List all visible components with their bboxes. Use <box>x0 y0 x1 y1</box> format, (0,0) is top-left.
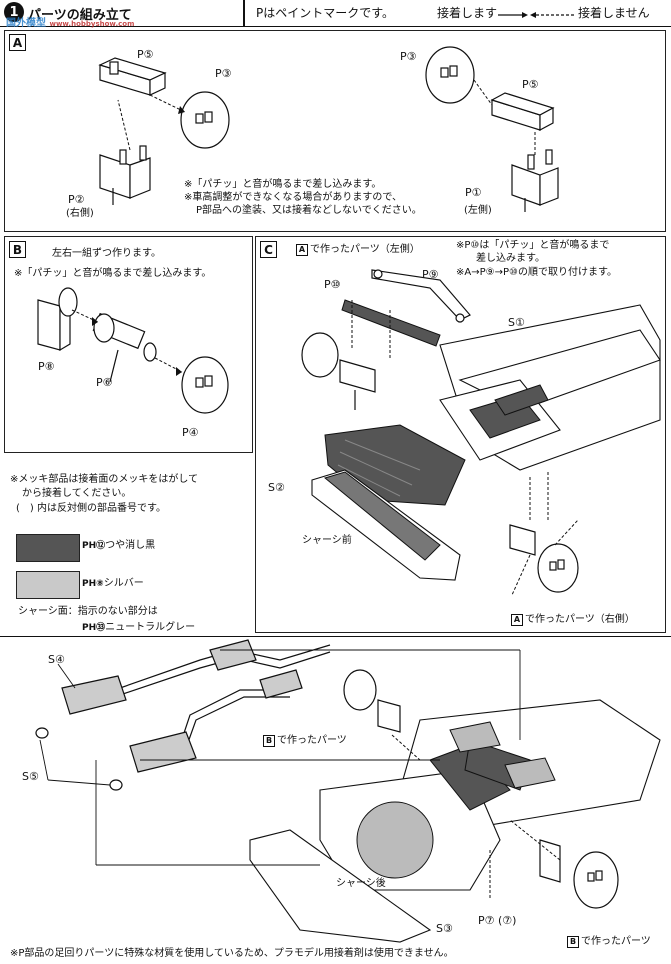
a-right-p1-side: (左側) <box>464 205 492 216</box>
a-note-height-1: ※車高調整ができなくなる場合がありますので、 <box>184 192 402 203</box>
section-c-drawing <box>301 269 661 596</box>
c-p10-label: P⑩ <box>324 278 341 291</box>
a-left-p2-side: (右側) <box>66 208 94 219</box>
c-p9-label: P⑨ <box>422 268 439 281</box>
c-note-snap: ※P⑩は「パチッ」と音が鳴るまで <box>456 240 610 251</box>
b-p6-label: P⑥ <box>96 376 113 389</box>
d-from-b-upper-text: で作ったパーツ <box>277 735 347 746</box>
watermark-logo: 国外模型 www.hobbyshow.com <box>6 14 134 29</box>
swatch-flat-black <box>16 534 80 562</box>
chassis-paint-note: シャーシ面：指示のない部分は <box>18 606 158 617</box>
parens-note: ( ) 内は反対側の部品番号です。 <box>16 503 166 514</box>
footer-note: ※P部品の足回りパーツに特殊な材質を使用しているため、プラモデル用接着剤は使用で… <box>10 948 454 959</box>
swatch-silver-name: シルバー <box>103 578 144 589</box>
header-bar: 1 パーツの組み立て 国外模型 www.hobbyshow.com Pはペイント… <box>0 0 671 29</box>
a-left-p3-label: P③ <box>215 67 232 80</box>
b-note-snap: ※「パチッ」と音が鳴るまで差し込みます。 <box>14 268 212 279</box>
c-chassis-front: シャーシ前 <box>302 535 352 546</box>
section-b-box <box>4 236 253 453</box>
d-from-b-lower-tag: B <box>567 936 579 948</box>
swatch-flat-black-code: PH⑫ <box>82 541 106 551</box>
b-intro: 左右一組ずつ作ります。 <box>52 248 161 259</box>
swatch-silver <box>16 571 80 599</box>
swatch-silver-code: PH⑧ <box>82 579 104 589</box>
a-right-p5-label: P⑤ <box>522 78 539 91</box>
legend-noglue-arrow <box>530 12 574 18</box>
section-a-drawing <box>98 46 559 212</box>
section-c-box <box>255 236 666 633</box>
a-left-p5-label: P⑤ <box>137 48 154 61</box>
b-p4-label: P④ <box>182 426 199 439</box>
a-right-p3-label: P③ <box>400 50 417 63</box>
d-from-b-upper-tag: B <box>263 735 275 747</box>
section-d-divider <box>0 636 671 637</box>
d-s5-label: S⑤ <box>22 770 39 783</box>
step-title: パーツの組み立て <box>28 8 132 23</box>
c-note-order: ※A→P⑨→P⑩の順で取り付けます。 <box>456 267 617 278</box>
legend-noglue-label: 接着しません <box>578 6 650 20</box>
watermark-logo-text: 国外模型 <box>6 18 46 29</box>
paint-mark-note: Pはペイントマークです。 <box>256 6 395 20</box>
chassis-paint-color: PH㉝ニュートラルグレー <box>82 622 195 635</box>
section-a-tag: A <box>9 34 26 51</box>
section-b-drawing <box>37 287 229 414</box>
step-number-badge: 1 <box>4 2 24 22</box>
swatch-silver-label: PH⑧シルバー <box>82 578 144 591</box>
chassis-paint-name: ニュートラルグレー <box>105 622 196 633</box>
c-from-a-left-text: で作ったパーツ（左側） <box>310 244 420 255</box>
c-s2-label: S② <box>268 481 285 494</box>
a-left-p2-label: P② <box>68 193 85 206</box>
swatch-flat-black-label: PH⑫つや消し黒 <box>82 540 155 553</box>
d-s4-label: S④ <box>48 653 65 666</box>
section-b-tag: B <box>9 241 26 258</box>
header-divider <box>243 0 245 26</box>
c-from-a-left-tag: A <box>296 244 308 256</box>
c-from-a-right-text: で作ったパーツ（右側） <box>525 614 635 625</box>
b-p8-label: P⑧ <box>38 360 55 373</box>
plating-note-2: から接着してください。 <box>22 488 132 499</box>
legend-glue-label: 接着します <box>437 6 498 20</box>
a-note-height-2: P部品への塗装、又は接着などしないでください。 <box>196 205 422 216</box>
swatch-flat-black-name: つや消し黒 <box>105 540 156 551</box>
c-note-snap-2: 差し込みます。 <box>476 253 545 264</box>
plating-note-1: ※メッキ部品は接着面のメッキをはがして <box>10 474 199 485</box>
c-from-a-right-tag: A <box>511 614 523 626</box>
d-p7-label: P⑦ (⑦) <box>478 914 517 927</box>
d-s3-label: S③ <box>436 922 453 935</box>
section-a-box <box>4 30 666 232</box>
a-note-snap: ※「パチッ」と音が鳴るまで差し込みます。 <box>184 179 382 190</box>
d-from-b-lower-text: で作ったパーツ <box>581 936 651 947</box>
a-right-p1-label: P① <box>465 186 482 199</box>
section-c-tag: C <box>260 241 277 258</box>
chassis-paint-code: PH㉝ <box>82 623 106 633</box>
legend-glue-arrow <box>498 12 528 18</box>
d-chassis-rear: シャーシ後 <box>336 878 386 889</box>
c-s1-label: S① <box>508 316 525 329</box>
watermark-logo-url: www.hobbyshow.com <box>49 20 135 28</box>
